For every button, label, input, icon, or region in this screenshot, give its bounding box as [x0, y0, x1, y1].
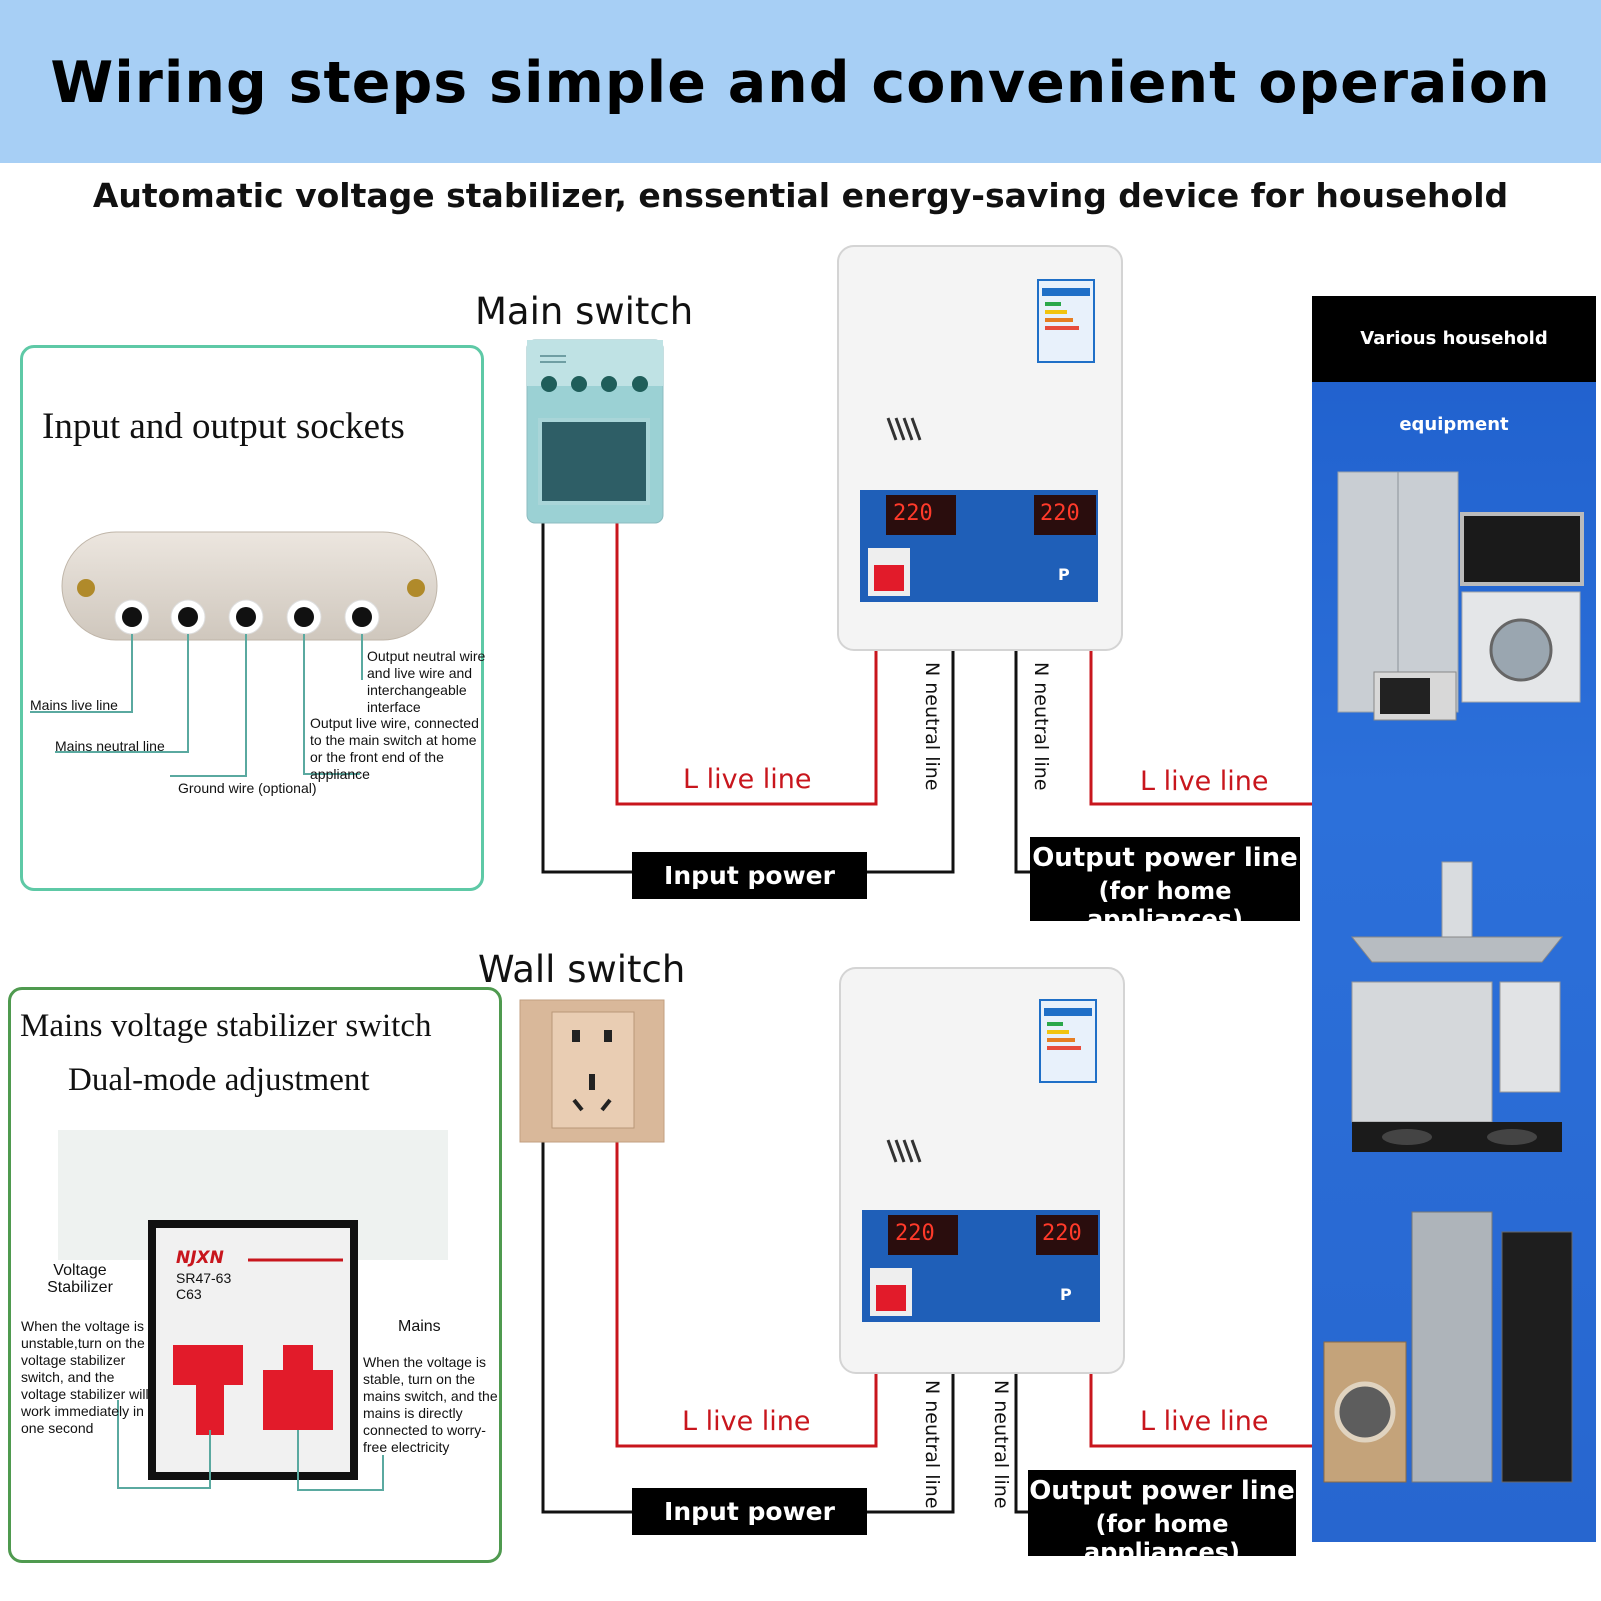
bottom-neutral-out-wire: [1014, 1373, 1030, 1514]
label-mains-live: Mains live line: [30, 697, 118, 713]
bottom-left-display-reading: 220: [895, 1221, 935, 1246]
bottom-live-in-wire: [615, 1142, 878, 1448]
breaker-brand: NJXN: [176, 1248, 224, 1268]
equipment-panel-title: Various household equipment: [1312, 296, 1596, 435]
top-live-out-wire: [1089, 650, 1318, 806]
breaker-model: SR47-63: [176, 1270, 232, 1286]
label-output-live: Output live wire, connected to the main …: [310, 715, 479, 782]
right-display: [1036, 1215, 1098, 1255]
top-neutral-in-wire: [541, 523, 632, 874]
vent-icon: [886, 1139, 922, 1163]
bottom-output-line-box: Output power line (for home appliances): [1028, 1470, 1296, 1566]
switch-box-subtitle: Dual-mode adjustment: [68, 1062, 370, 1098]
top-neutral-stabilizer-wire: [867, 650, 955, 874]
wall-switch-icon: [519, 999, 665, 1143]
vent-icon: [886, 417, 922, 441]
bottom-l-live-out-label: L live line: [1140, 1406, 1269, 1437]
right-display: [1034, 495, 1096, 535]
header-banner: [0, 0, 1601, 163]
top-input-cord-label: Input power cord: [632, 852, 867, 937]
top-output-line-box: Output power line (for home appliances): [1030, 837, 1300, 933]
top-mode-indicator: P: [1058, 565, 1070, 584]
circuit-breaker-illustration: [58, 1130, 448, 1491]
left-display: [886, 495, 956, 535]
top-output-line-label: Output power line: [1032, 843, 1298, 873]
top-live-in-wire: [615, 523, 878, 806]
bottom-live-out-wire: [1089, 1373, 1312, 1448]
bottom-neutral-stabilizer-wire: [867, 1373, 955, 1514]
label-mains-neutral: Mains neutral line: [55, 738, 165, 754]
main-switch-icon: [526, 339, 664, 524]
top-right-display-reading: 220: [1040, 501, 1080, 526]
label-output-neutral: Output neutral wire and live wire and in…: [367, 648, 486, 715]
bottom-n-neutral-out-label: N neutral line: [990, 1380, 1012, 1509]
main-switch-label: Main switch: [475, 290, 694, 333]
stabilizer-unit-top: [837, 245, 1123, 651]
mains-description: When the voltage is stable, turn on the …: [363, 1354, 498, 1455]
label-ground-wire: Ground wire (optional): [178, 780, 317, 796]
socket-plate-illustration: [30, 531, 438, 777]
appliance-group-3: [1323, 1211, 1573, 1483]
bottom-output-line-label: Output power line: [1029, 1476, 1295, 1506]
top-wires: [541, 523, 1318, 874]
page-title: Wiring steps simple and convenient opera…: [50, 50, 1551, 116]
top-n-neutral-in-label: N neutral line: [921, 662, 943, 791]
top-output-line-sub: (for home appliances): [1086, 877, 1244, 933]
stabilizer-description: When the voltage is unstable,turn on the…: [21, 1318, 149, 1436]
top-neutral-out-wire: [1014, 650, 1030, 874]
fridge-icon: [1411, 1211, 1493, 1483]
screw-icon: [407, 579, 425, 597]
appliance-illustrations: [1323, 471, 1584, 1483]
left-display: [888, 1215, 958, 1255]
stabilizer-unit-bottom: [839, 967, 1125, 1374]
bottom-l-live-in-label: L live line: [682, 1406, 811, 1437]
stabilizer-toggle: [173, 1345, 243, 1385]
mains-toggle: [263, 1370, 333, 1430]
dishwasher-icon: [1351, 981, 1493, 1123]
bottom-input-cord-label: Input power cord: [632, 1488, 867, 1573]
page-subtitle: Automatic voltage stabilizer, enssential…: [92, 176, 1509, 215]
breaker-rating: C63: [176, 1286, 202, 1302]
mains-heading: Mains: [398, 1318, 441, 1335]
range-hood-icon: [1441, 861, 1473, 938]
socket-leader-lines: [30, 634, 363, 777]
appliance-group-2: [1350, 861, 1564, 1152]
socket-holes: [114, 599, 380, 635]
stabilizer-heading: Voltage Stabilizer: [47, 1262, 113, 1296]
switch-box-title: Mains voltage stabilizer switch: [20, 1008, 432, 1044]
socket-plate: [61, 531, 438, 641]
bottom-n-neutral-in-label: N neutral line: [921, 1380, 943, 1509]
top-n-neutral-out-label: N neutral line: [1030, 662, 1052, 791]
bottom-neutral-in-wire: [541, 1142, 632, 1514]
wine-cooler-icon: [1501, 1231, 1573, 1483]
bottom-mode-indicator: P: [1060, 1285, 1072, 1304]
top-l-live-in-label: L live line: [683, 764, 812, 795]
appliance-group-1: [1337, 471, 1584, 721]
breaker-leader-lines: [117, 1400, 384, 1491]
sterilizer-icon: [1499, 981, 1561, 1093]
wall-switch-label: Wall switch: [478, 948, 686, 991]
top-left-display-reading: 220: [893, 501, 933, 526]
sockets-box-title: Input and output sockets: [42, 406, 405, 447]
screw-icon: [77, 579, 95, 597]
top-l-live-out-label: L live line: [1140, 766, 1269, 797]
bottom-right-display-reading: 220: [1042, 1221, 1082, 1246]
bottom-output-line-sub: (for home appliances): [1083, 1510, 1241, 1566]
tv-icon: [1460, 512, 1584, 586]
bottom-wires: [541, 1142, 1312, 1514]
